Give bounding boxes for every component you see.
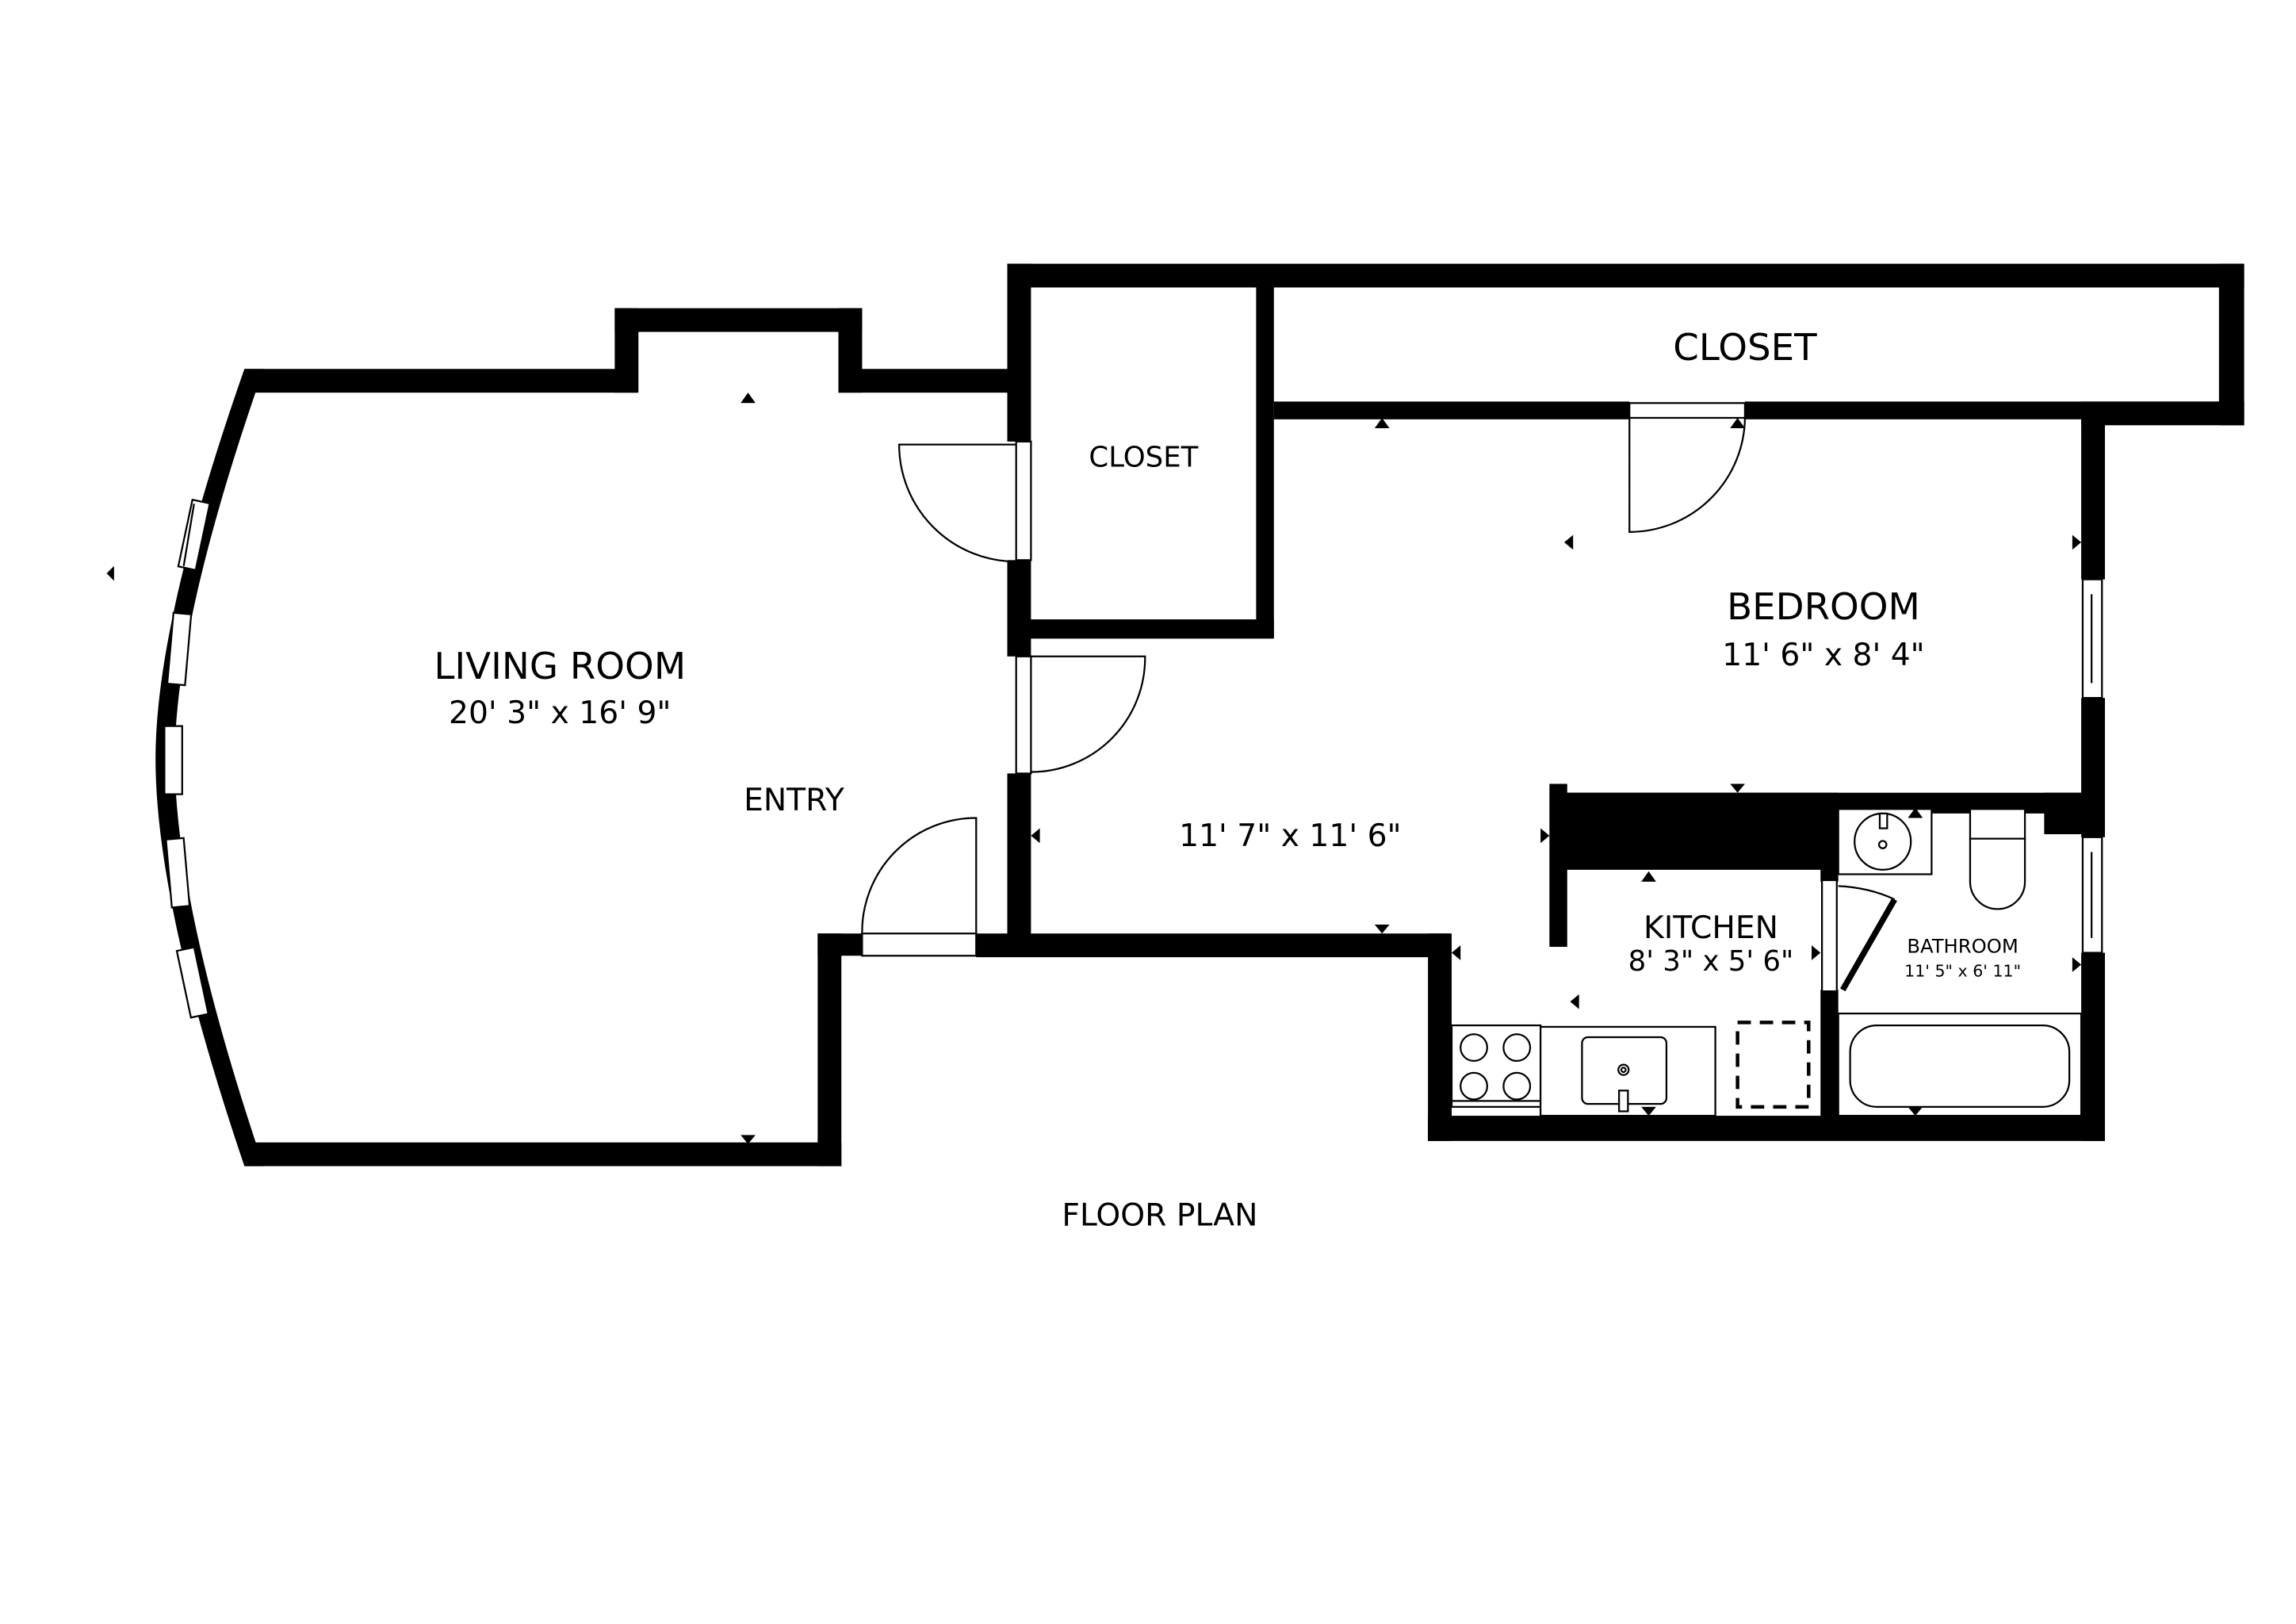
bathroom-dimensions: 11' 5" x 6' 11" <box>1904 961 2021 980</box>
bathroom-label: BATHROOM <box>1907 935 2019 958</box>
refrigerator-space-icon <box>1735 1021 1811 1109</box>
closet-door-small[interactable] <box>897 440 1032 563</box>
kitchen-label: KITCHEN <box>1644 910 1778 946</box>
kitchen-dimensions: 8' 3" x 5' 6" <box>1628 945 1794 978</box>
kitchen-sink-icon <box>1540 1025 1716 1117</box>
toilet-icon <box>1969 808 2026 910</box>
bathroom-door[interactable] <box>1838 885 1897 992</box>
living-room-label: LIVING ROOM <box>434 645 686 688</box>
small-closet: CLOSET <box>1007 263 2244 639</box>
middle-room-dimensions: 11' 7" x 11' 6" <box>1179 818 1401 854</box>
entry-label: ENTRY <box>744 783 845 818</box>
bedroom-dimensions: 11' 6" x 8' 4" <box>1722 638 1924 673</box>
closet-door-long[interactable] <box>1628 402 1747 533</box>
bathroom-sink-icon <box>1837 808 1933 875</box>
long-closet: CLOSET <box>1273 263 2244 426</box>
floor-plan-title: FLOOR PLAN <box>1062 1197 1257 1233</box>
entry-door[interactable] <box>861 817 978 957</box>
window-left-4 <box>165 837 191 909</box>
middle-room: 11' 7" x 11' 6" <box>1031 818 1550 934</box>
window-left-5 <box>175 946 210 1019</box>
window-left-1 <box>177 498 211 572</box>
small-closet-label: CLOSET <box>1089 442 1198 474</box>
middle-room-door[interactable] <box>1015 655 1146 775</box>
kitchen: KITCHEN 8' 3" x 5' 6" <box>1428 783 2105 1141</box>
bathroom: BATHROOM 11' 5" x 6' 11" <box>1837 792 2105 1141</box>
long-closet-label: CLOSET <box>1673 327 1817 370</box>
bathtub-icon <box>1837 1013 2083 1117</box>
bedroom: BEDROOM 11' 6" x 8' 4" <box>1374 417 2105 835</box>
window-left-2 <box>166 611 193 687</box>
living-room: LIVING ROOM 20' 3" x 16' 9" ENTRY <box>106 308 1023 1166</box>
living-room-dimensions: 20' 3" x 16' 9" <box>449 695 671 731</box>
bedroom-label: BEDROOM <box>1727 586 1920 629</box>
stove-icon <box>1450 1024 1542 1108</box>
window-left-3 <box>163 725 183 795</box>
